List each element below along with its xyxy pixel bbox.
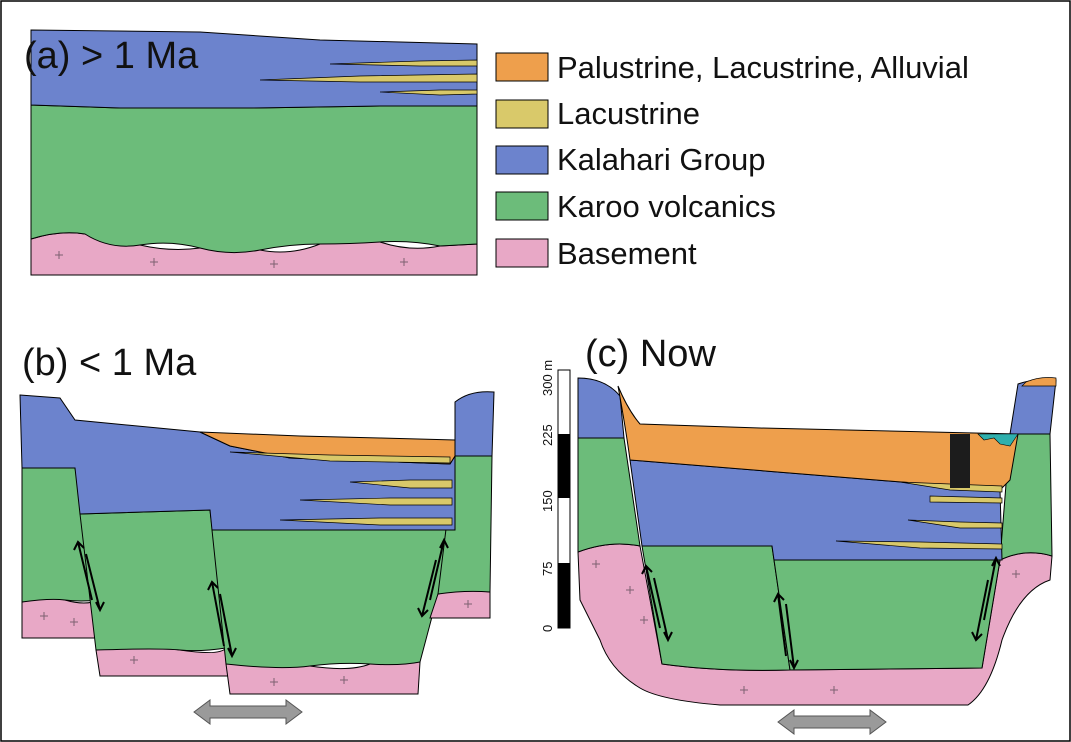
panel-c-palustrine-layer — [617, 385, 1019, 491]
panel-a-karoo-layer — [30, 104, 478, 254]
panel-c-block2-karoo — [641, 545, 791, 671]
double-headed-arrow-icon — [193, 699, 303, 725]
legend-swatch-kalahari — [495, 145, 549, 175]
panel-b-lacustrine-lens — [229, 451, 451, 464]
panel-a: (a) > 1 Ma — [24, 29, 478, 276]
panel-c-lacustrine-lens — [929, 495, 1003, 504]
legend-item: Basement — [495, 236, 697, 271]
panel-b-left-block-basement — [21, 596, 101, 639]
legend-swatch-basement — [495, 238, 549, 268]
panel-c-label: (c) Now — [585, 333, 716, 375]
legend-swatch-karoo — [495, 191, 549, 221]
panel-b-lacustrine-lens — [349, 479, 453, 489]
double-headed-arrow-icon — [777, 709, 887, 735]
panel-b-right-block-basement — [429, 589, 491, 619]
panel-c-lacustrine-lens — [835, 540, 1003, 550]
panel-c: 0 75 150 225 300 m — [540, 333, 1057, 735]
legend-item: Palustrine, Lacustrine, Alluvial — [495, 50, 969, 85]
panel-c-borehole — [950, 434, 970, 488]
panel-b-lacustrine-lens — [279, 517, 453, 526]
fault-slip-arrows-icon — [73, 537, 449, 659]
panel-c-left-karoo — [577, 437, 641, 553]
scale-tick-75: 75 — [540, 562, 555, 576]
legend-label-palustrine: Palustrine, Lacustrine, Alluvial — [557, 50, 969, 85]
panel-b: (b) < 1 Ma — [19, 342, 495, 725]
legend-label-lacustrine: Lacustrine — [557, 96, 700, 131]
panel-b-block3-karoo — [211, 529, 456, 669]
panel-c-block3-karoo — [773, 559, 1001, 671]
legend-swatch-palustrine — [495, 52, 549, 82]
panel-c-channel-deposit — [977, 433, 1019, 447]
legend-swatch-lacustrine — [495, 99, 549, 129]
panel-b-lacustrine-lens — [299, 497, 453, 506]
panel-a-label: (a) > 1 Ma — [24, 35, 199, 77]
panel-b-label: (b) < 1 Ma — [22, 342, 197, 384]
cross-marks-icon — [592, 560, 1020, 694]
legend-item: Karoo volcanics — [495, 189, 776, 224]
legend-label-karoo: Karoo volcanics — [557, 189, 776, 224]
panel-b-right-block-kalahari — [454, 391, 495, 457]
legend-item: Lacustrine — [495, 96, 700, 131]
cross-marks-icon — [40, 600, 472, 686]
legend-label-basement: Basement — [557, 236, 697, 271]
legend-item: Kalahari Group — [495, 142, 766, 177]
panel-b-kalahari-layer — [19, 394, 456, 531]
panel-a-lacustrine-lens — [379, 89, 478, 96]
cross-marks-icon — [55, 251, 408, 268]
scale-bar-segment — [558, 563, 570, 628]
panel-a-lacustrine-lens — [259, 73, 478, 83]
panel-c-lacustrine-lens — [907, 519, 1003, 529]
fault-slip-arrows-icon — [641, 555, 1001, 671]
scale-tick-150: 150 — [540, 490, 555, 512]
scale-tick-300: 300 m — [540, 360, 555, 396]
scale-tick-0: 0 — [540, 625, 555, 632]
panel-b-block2-basement — [95, 646, 231, 677]
scale-tick-225: 225 — [540, 424, 555, 446]
panel-c-right-kalahari — [1009, 379, 1057, 435]
panel-c-left-kalahari — [577, 377, 625, 439]
panel-b-block2-karoo — [79, 509, 227, 652]
scale-bar: 0 75 150 225 300 m — [540, 360, 571, 632]
scale-bar-segment — [558, 434, 570, 498]
panel-c-right-palustrine-cap — [1021, 377, 1057, 387]
panel-a-lacustrine-lens — [329, 59, 478, 67]
legend-label-kalahari: Kalahari Group — [557, 142, 766, 177]
panel-a-kalahari-layer — [30, 29, 478, 109]
legend: Palustrine, Lacustrine, Alluvial Lacustr… — [495, 50, 969, 271]
